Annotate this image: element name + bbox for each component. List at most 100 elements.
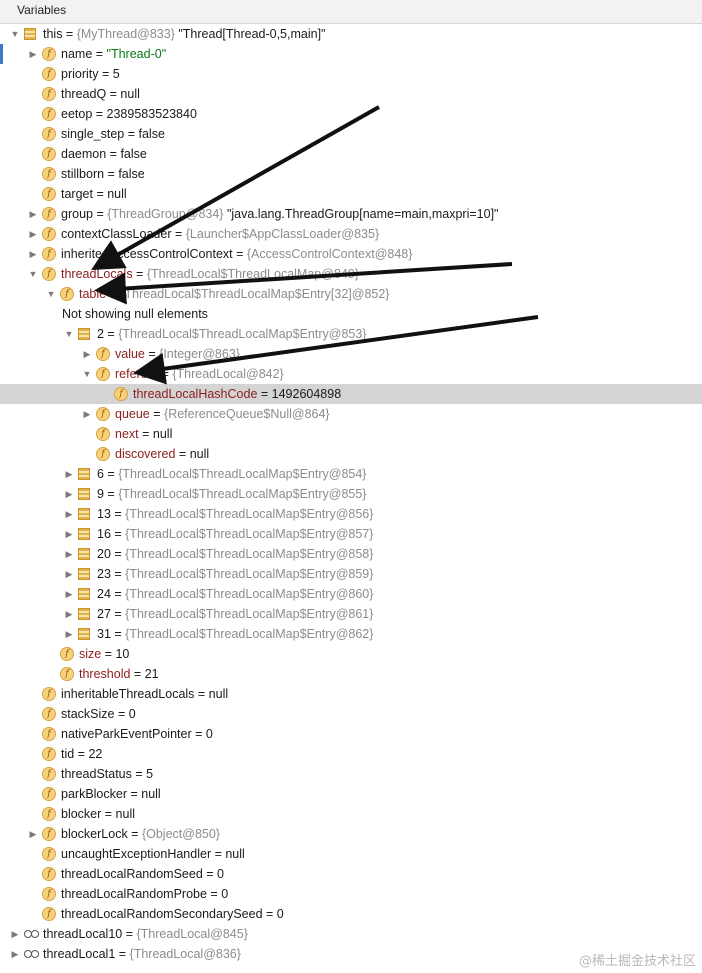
- equals-sign: =: [144, 347, 160, 361]
- equals-sign: =: [103, 487, 119, 501]
- object-reference: {ThreadLocal$ThreadLocalMap$Entry@861}: [125, 607, 374, 621]
- field-icon: f: [96, 427, 110, 441]
- variable-name: table: [79, 287, 107, 301]
- tree-row[interactable]: ▶20 = {ThreadLocal$ThreadLocalMap$Entry@…: [0, 544, 702, 564]
- tree-row[interactable]: ▶9 = {ThreadLocal$ThreadLocalMap$Entry@8…: [0, 484, 702, 504]
- expand-arrow-closed-icon[interactable]: ▶: [65, 469, 73, 479]
- expand-arrow-closed-icon[interactable]: ▶: [65, 549, 73, 559]
- primitive-value: null: [141, 787, 161, 801]
- tree-row[interactable]: ▼this = {MyThread@833} "Thread[Thread-0,…: [0, 24, 702, 44]
- tree-row[interactable]: ▶16 = {ThreadLocal$ThreadLocalMap$Entry@…: [0, 524, 702, 544]
- object-reference: {ThreadLocal@845}: [136, 927, 248, 941]
- tree-row[interactable]: ▼2 = {ThreadLocal$ThreadLocalMap$Entry@8…: [0, 324, 702, 344]
- tree-row[interactable]: ▶threadLocal10 = {ThreadLocal@845}: [0, 924, 702, 944]
- object-array-icon: [78, 328, 90, 340]
- equals-sign: =: [92, 107, 107, 121]
- expand-arrow-open-icon[interactable]: ▼: [10, 29, 20, 39]
- expand-arrow-closed-icon[interactable]: ▶: [83, 349, 91, 359]
- tree-row[interactable]: Not showing null elements: [0, 304, 702, 324]
- variable-name: 20: [97, 547, 111, 561]
- tree-row[interactable]: ▶13 = {ThreadLocal$ThreadLocalMap$Entry@…: [0, 504, 702, 524]
- equals-sign: =: [262, 907, 277, 921]
- field-icon: f: [42, 167, 56, 181]
- expand-arrow-open-icon[interactable]: ▼: [46, 289, 56, 299]
- expand-arrow-open-icon[interactable]: ▼: [28, 269, 38, 279]
- primitive-value: 10: [115, 647, 130, 661]
- object-reference: {AccessControlContext@848}: [246, 247, 413, 261]
- expand-arrow-closed-icon[interactable]: ▶: [65, 509, 73, 519]
- expand-arrow-open-icon[interactable]: ▼: [82, 369, 92, 379]
- equals-sign: =: [132, 267, 147, 281]
- equals-sign: =: [110, 607, 126, 621]
- equals-sign: =: [101, 647, 116, 661]
- equals-sign: =: [106, 287, 121, 301]
- object-array-icon: [24, 28, 36, 40]
- equals-sign: =: [103, 467, 119, 481]
- variable-name: group: [61, 207, 93, 221]
- expand-arrow-closed-icon[interactable]: ▶: [65, 609, 73, 619]
- variable-name: threadLocals: [61, 267, 133, 281]
- expand-arrow-closed-icon[interactable]: ▶: [65, 629, 73, 639]
- tree-row[interactable]: ▶24 = {ThreadLocal$ThreadLocalMap$Entry@…: [0, 584, 702, 604]
- expand-arrow-closed-icon[interactable]: ▶: [11, 949, 19, 959]
- variable-name: next: [115, 427, 139, 441]
- tree-row[interactable]: ▶6 = {ThreadLocal$ThreadLocalMap$Entry@8…: [0, 464, 702, 484]
- tree-row[interactable]: ▶31 = {ThreadLocal$ThreadLocalMap$Entry@…: [0, 624, 702, 644]
- expand-arrow-closed-icon[interactable]: ▶: [29, 229, 37, 239]
- tree-row[interactable]: ▶27 = {ThreadLocal$ThreadLocalMap$Entry@…: [0, 604, 702, 624]
- expand-arrow-closed-icon[interactable]: ▶: [29, 209, 37, 219]
- variable-name: this: [43, 27, 63, 41]
- expand-arrow-closed-icon[interactable]: ▶: [83, 409, 91, 419]
- tree-row[interactable]: ▶23 = {ThreadLocal$ThreadLocalMap$Entry@…: [0, 564, 702, 584]
- expand-arrow-closed-icon[interactable]: ▶: [65, 589, 73, 599]
- expand-arrow-closed-icon[interactable]: ▶: [65, 489, 73, 499]
- primitive-value: 0: [276, 907, 284, 921]
- expand-arrow-closed-icon[interactable]: ▶: [29, 249, 37, 259]
- variable-name: threadLocal10: [43, 927, 123, 941]
- expand-arrow-closed-icon[interactable]: ▶: [29, 829, 37, 839]
- primitive-value: null: [107, 187, 127, 201]
- expand-arrow-closed-icon[interactable]: ▶: [65, 529, 73, 539]
- field-icon: f: [42, 727, 56, 741]
- object-array-icon: [78, 508, 90, 520]
- expand-arrow-closed-icon[interactable]: ▶: [11, 929, 19, 939]
- expand-arrow-open-icon[interactable]: ▼: [64, 329, 74, 339]
- expand-arrow-closed-icon[interactable]: ▶: [65, 569, 73, 579]
- expand-arrow-closed-icon[interactable]: ▶: [29, 49, 37, 59]
- tree-row[interactable]: ▶threadLocal1 = {ThreadLocal@836}: [0, 944, 702, 964]
- object-array-icon: [78, 468, 90, 480]
